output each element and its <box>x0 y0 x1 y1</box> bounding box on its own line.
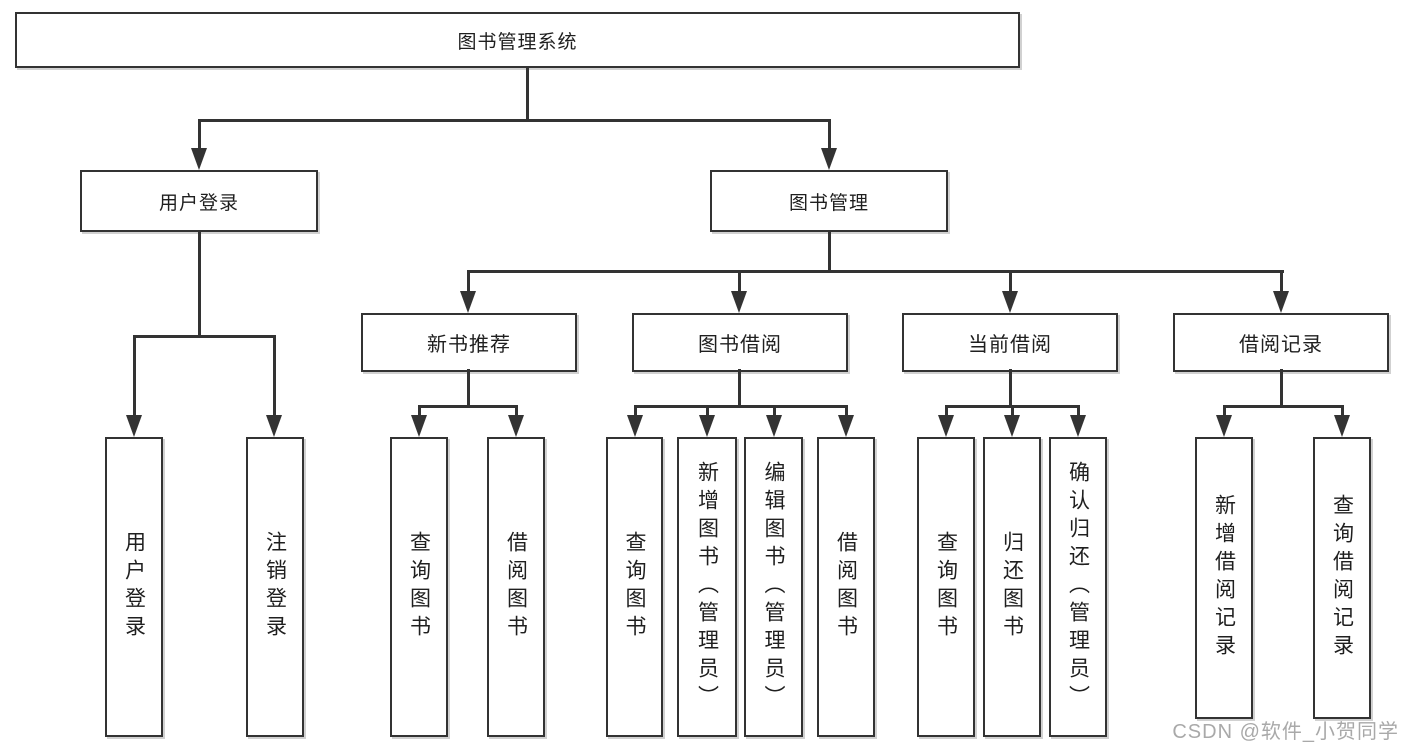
node-new-book-recommend-label: 新书推荐 <box>427 334 511 356</box>
node-leaf-borrow-books-recommend: 借阅图书 <box>487 437 545 737</box>
leaf-label: 归还图书 <box>1000 531 1024 643</box>
connector-new-book-stem <box>467 369 470 407</box>
leaf-label: 编辑图书（管理员） <box>762 461 785 713</box>
connector-book-borrow-stem <box>738 369 741 407</box>
node-user-login-label: 用户登录 <box>158 192 239 214</box>
connector-book-borrow-rail <box>634 405 848 408</box>
connector-drop <box>845 405 848 419</box>
connector-root-stem <box>526 66 529 121</box>
leaf-label: 查询借阅记录 <box>1330 494 1354 662</box>
connector-drop <box>1077 405 1080 419</box>
node-leaf-borrow-books: 借阅图书 <box>817 437 875 737</box>
connector-borrow-record-stem <box>1280 369 1283 407</box>
connector-user-login-stem <box>198 230 201 337</box>
connector-drop <box>1223 405 1226 419</box>
arrow-down-icon <box>126 415 142 437</box>
connector-root-rail <box>198 119 831 122</box>
connector-drop <box>773 405 776 419</box>
connector-drop <box>1011 405 1014 419</box>
arrow-down-icon <box>938 415 954 437</box>
node-leaf-user-login: 用户登录 <box>105 437 163 737</box>
connector-borrow-record-rail <box>1223 405 1344 408</box>
node-borrow-records-label: 借阅记录 <box>1239 334 1323 356</box>
arrow-down-icon <box>731 291 747 313</box>
arrow-down-icon <box>699 415 715 437</box>
node-leaf-confirm-return-admin: 确认归还（管理员） <box>1049 437 1107 737</box>
arrow-down-icon <box>1273 291 1289 313</box>
arrow-down-icon <box>411 415 427 437</box>
leaf-label: 借阅图书 <box>834 531 858 643</box>
connector-current-borrow-stem <box>1009 369 1012 407</box>
node-leaf-edit-book-admin: 编辑图书（管理员） <box>744 437 803 737</box>
node-leaf-query-books-borrowing: 查询图书 <box>606 437 663 737</box>
arrow-down-icon <box>627 415 643 437</box>
leaf-label: 查询图书 <box>934 531 958 643</box>
connector-drop-book-borrow <box>738 270 741 295</box>
arrow-down-icon <box>1216 415 1232 437</box>
node-leaf-return-books: 归还图书 <box>983 437 1041 737</box>
node-library-system-label: 图书管理系统 <box>457 31 578 53</box>
arrow-down-icon <box>1070 415 1086 437</box>
node-borrow-records: 借阅记录 <box>1173 313 1389 372</box>
node-leaf-query-books-recommend: 查询图书 <box>390 437 448 737</box>
leaf-label: 查询图书 <box>623 531 646 643</box>
connector-new-book-rail <box>418 405 518 408</box>
node-current-borrowing: 当前借阅 <box>902 313 1118 372</box>
arrow-down-icon <box>1334 415 1350 437</box>
node-new-book-recommend: 新书推荐 <box>361 313 577 372</box>
arrow-down-icon <box>266 415 282 437</box>
connector-drop-login-leaf <box>133 335 136 419</box>
node-book-management-label: 图书管理 <box>788 192 869 214</box>
leaf-label: 新增图书（管理员） <box>695 461 719 713</box>
leaf-label: 新增借阅记录 <box>1212 494 1236 662</box>
node-book-borrowing: 图书借阅 <box>632 313 848 372</box>
connector-drop-new-book <box>467 270 470 295</box>
connector-drop <box>945 405 948 419</box>
connector-drop-book-mgmt <box>828 119 831 152</box>
arrow-down-icon <box>766 415 782 437</box>
connector-drop <box>634 405 637 419</box>
node-leaf-query-borrow-record: 查询借阅记录 <box>1313 437 1371 719</box>
connector-book-mgmt-stem <box>828 230 831 272</box>
leaf-label: 注销登录 <box>263 531 287 643</box>
node-leaf-logout: 注销登录 <box>246 437 304 737</box>
node-book-borrowing-label: 图书借阅 <box>698 334 782 356</box>
arrow-down-icon <box>1002 291 1018 313</box>
arrow-down-icon <box>508 415 524 437</box>
leaf-label: 确认归还（管理员） <box>1066 461 1090 713</box>
leaf-label: 用户登录 <box>122 531 146 643</box>
leaf-label: 借阅图书 <box>504 531 528 643</box>
node-book-management: 图书管理 <box>710 170 948 232</box>
node-user-login: 用户登录 <box>80 170 318 232</box>
connector-drop <box>706 405 709 419</box>
leaf-label: 查询图书 <box>407 531 431 643</box>
connector-drop-user-login <box>198 119 201 152</box>
node-leaf-query-books-current: 查询图书 <box>917 437 975 737</box>
connector-drop <box>418 405 421 419</box>
connector-drop <box>1341 405 1344 419</box>
connector-user-login-rail <box>133 335 276 338</box>
node-library-system: 图书管理系统 <box>15 12 1020 68</box>
node-current-borrowing-label: 当前借阅 <box>968 334 1052 356</box>
arrow-down-icon <box>821 148 837 170</box>
arrow-down-icon <box>838 415 854 437</box>
arrow-down-icon <box>460 291 476 313</box>
connector-book-mgmt-rail <box>467 270 1284 273</box>
node-leaf-add-borrow-record: 新增借阅记录 <box>1195 437 1253 719</box>
connector-drop-borrow-record <box>1280 270 1283 295</box>
node-leaf-add-book-admin: 新增图书（管理员） <box>677 437 737 737</box>
arrow-down-icon <box>191 148 207 170</box>
connector-drop <box>515 405 518 419</box>
connector-drop-logout-leaf <box>273 335 276 419</box>
connector-drop-current-borrow <box>1009 270 1012 295</box>
csdn-watermark: CSDN @软件_小贺同学 <box>1172 721 1399 743</box>
arrow-down-icon <box>1004 415 1020 437</box>
